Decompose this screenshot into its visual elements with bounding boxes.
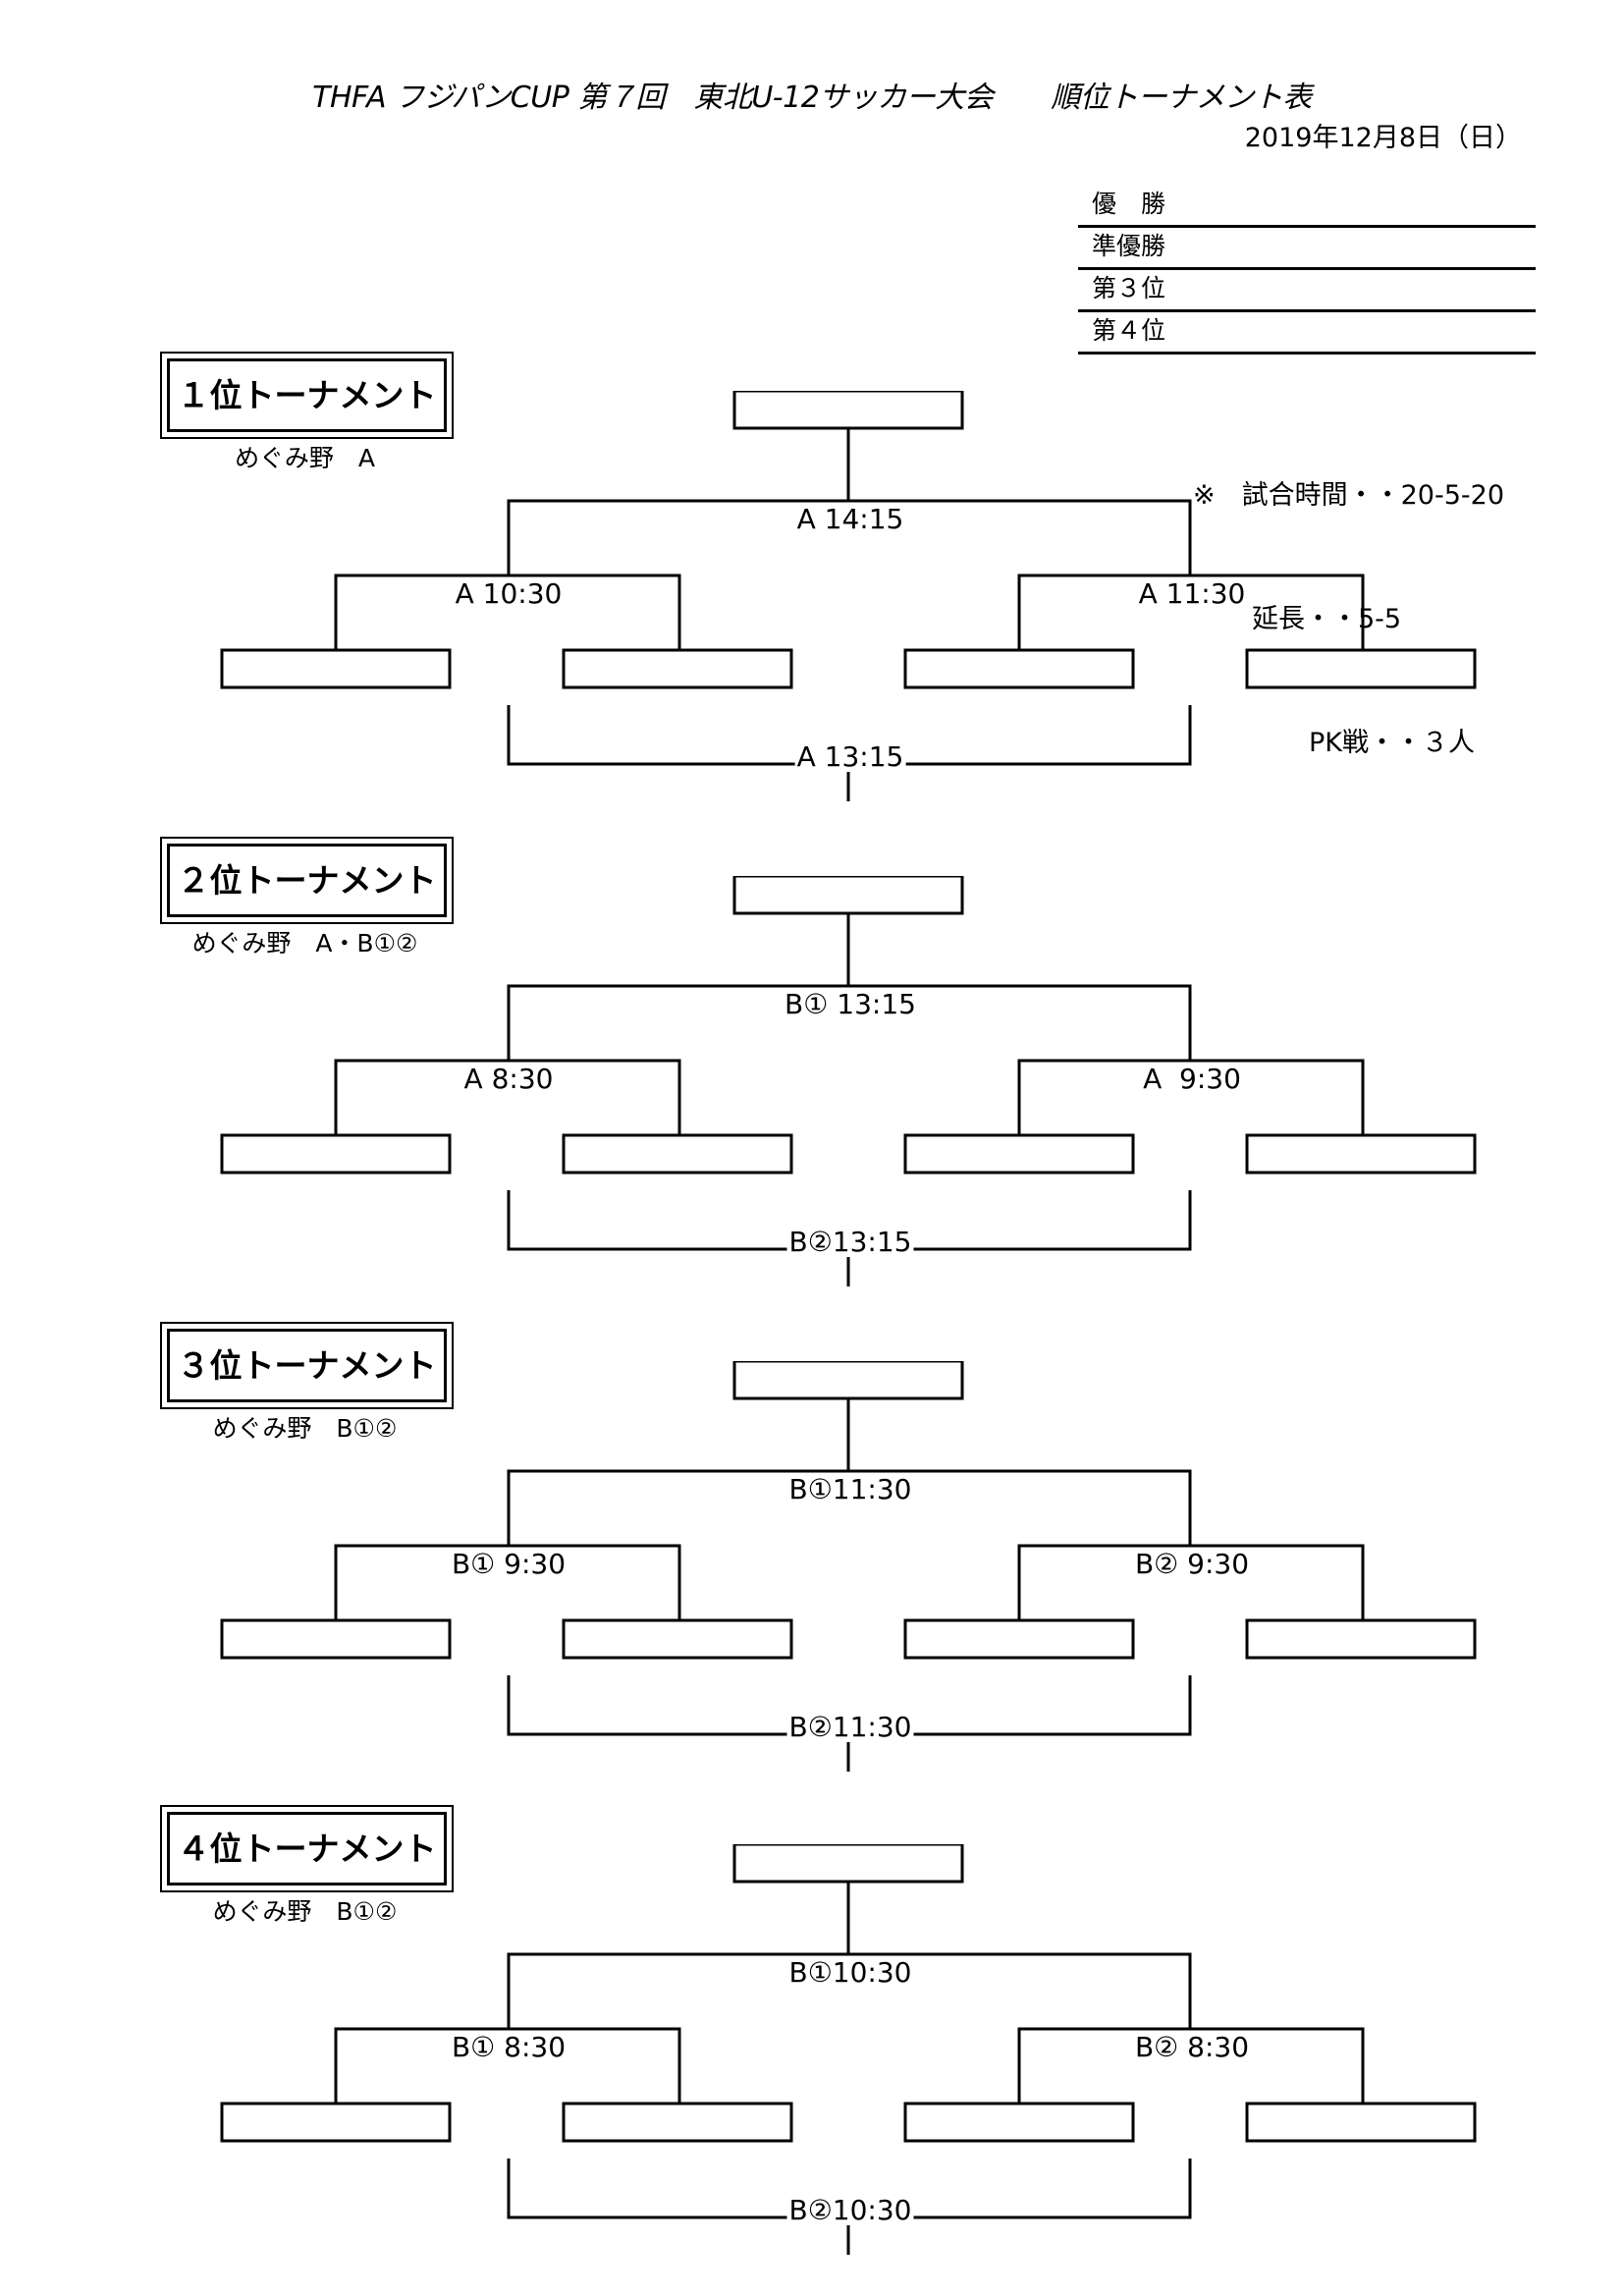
document-date: 2019年12月8日（日） [1244,123,1522,153]
semifinal-right-label: B② 8:30 [1132,2031,1252,2063]
team-slot-3[interactable] [903,1618,1135,1660]
ranking-row-winner: 優 勝 [1078,184,1536,228]
tournament-title-box: ２位トーナメント [160,837,454,924]
team-slot-3[interactable] [903,1133,1135,1175]
tournament-bracket: B①11:30 B① 9:30 B② 9:30 B②11:30 [0,1361,1624,1803]
team-slot-4[interactable] [1245,2102,1477,2143]
bracket-lines [220,391,1477,801]
tournament-bracket: B①10:30 B① 8:30 B② 8:30 B②10:30 [0,1844,1624,2286]
tournament-title: ３位トーナメント [167,1329,447,1402]
team-slot-2[interactable] [562,1618,793,1660]
third-place-match-label: B②13:15 [786,1226,914,1258]
semifinal-left-label: B① 9:30 [449,1548,568,1580]
third-place-match-label: B②11:30 [786,1711,914,1743]
note-line-match-time: ※ 試合時間・・20-5-20 [1193,480,1504,511]
tournament-venue: めぐみ野 A [235,444,375,472]
semifinal-left-label: A 10:30 [453,577,565,610]
tournament-venue: めぐみ野 B①② [212,1897,398,1926]
team-slot-2[interactable] [562,2102,793,2143]
tournament-title-box: ４位トーナメント [160,1805,454,1892]
tournament-venue: めぐみ野 A・B①② [191,929,418,957]
team-slot-1[interactable] [220,1133,452,1175]
team-slot-4[interactable] [1245,1618,1477,1660]
tournament-title-box: １位トーナメント [160,352,454,439]
ranking-label: 第４位 [1092,316,1166,345]
semifinal-right-label: A 11:30 [1136,577,1248,610]
final-match-label: A 14:15 [794,503,906,535]
tournament-title-box: ３位トーナメント [160,1322,454,1409]
team-slot-3[interactable] [903,2102,1135,2143]
winner-slot[interactable] [732,876,964,915]
semifinal-right-label: A 9:30 [1141,1063,1243,1095]
team-slot-4[interactable] [1245,648,1477,689]
ranking-row-runner-up: 準優勝 [1078,226,1536,270]
tournament-venue: めぐみ野 B①② [212,1414,398,1443]
document-title: THFA フジパンCUP 第７回 東北U-12サッカー大会 順位トーナメント表 [312,81,1312,115]
final-match-label: B① 13:15 [783,988,918,1020]
ranking-row-third: 第３位 [1078,268,1536,312]
team-slot-2[interactable] [562,1133,793,1175]
match-rules-note: ※ 試合時間・・20-5-20 延長・・5-5 PK戦・・３人 [1193,393,1504,805]
team-slot-3[interactable] [903,648,1135,689]
note-line-extra-time: 延長・・5-5 [1252,604,1402,634]
ranking-label: 第３位 [1092,274,1166,302]
ranking-label: 準優勝 [1092,232,1166,260]
team-slot-1[interactable] [220,648,452,689]
team-slot-1[interactable] [220,2102,452,2143]
team-slot-2[interactable] [562,648,793,689]
tournament-title: １位トーナメント [167,358,447,432]
semifinal-right-label: B② 9:30 [1132,1548,1252,1580]
winner-slot[interactable] [732,1361,964,1400]
semifinal-left-label: A 8:30 [461,1063,556,1095]
tournament-bracket: A 14:15 A 10:30 A 11:30 A 13:15 [0,391,1624,833]
tournament-title: ４位トーナメント [167,1812,447,1886]
final-match-label: B①11:30 [786,1473,914,1505]
third-place-match-label: B②10:30 [786,2194,914,2226]
final-match-label: B①10:30 [786,1956,914,1989]
team-slot-4[interactable] [1245,1133,1477,1175]
third-place-match-label: A 13:15 [794,740,906,773]
ranking-row-fourth: 第４位 [1078,310,1536,355]
bracket-lines [220,1361,1477,1772]
tournament-title: ２位トーナメント [167,844,447,917]
note-line-pk: PK戦・・３人 [1309,728,1475,758]
winner-slot[interactable] [732,1844,964,1884]
semifinal-left-label: B① 8:30 [449,2031,568,2063]
winner-slot[interactable] [732,391,964,430]
tournament-bracket: B① 13:15 A 8:30 A 9:30 B②13:15 [0,876,1624,1318]
team-slot-1[interactable] [220,1618,452,1660]
ranking-label: 優 勝 [1092,190,1166,218]
